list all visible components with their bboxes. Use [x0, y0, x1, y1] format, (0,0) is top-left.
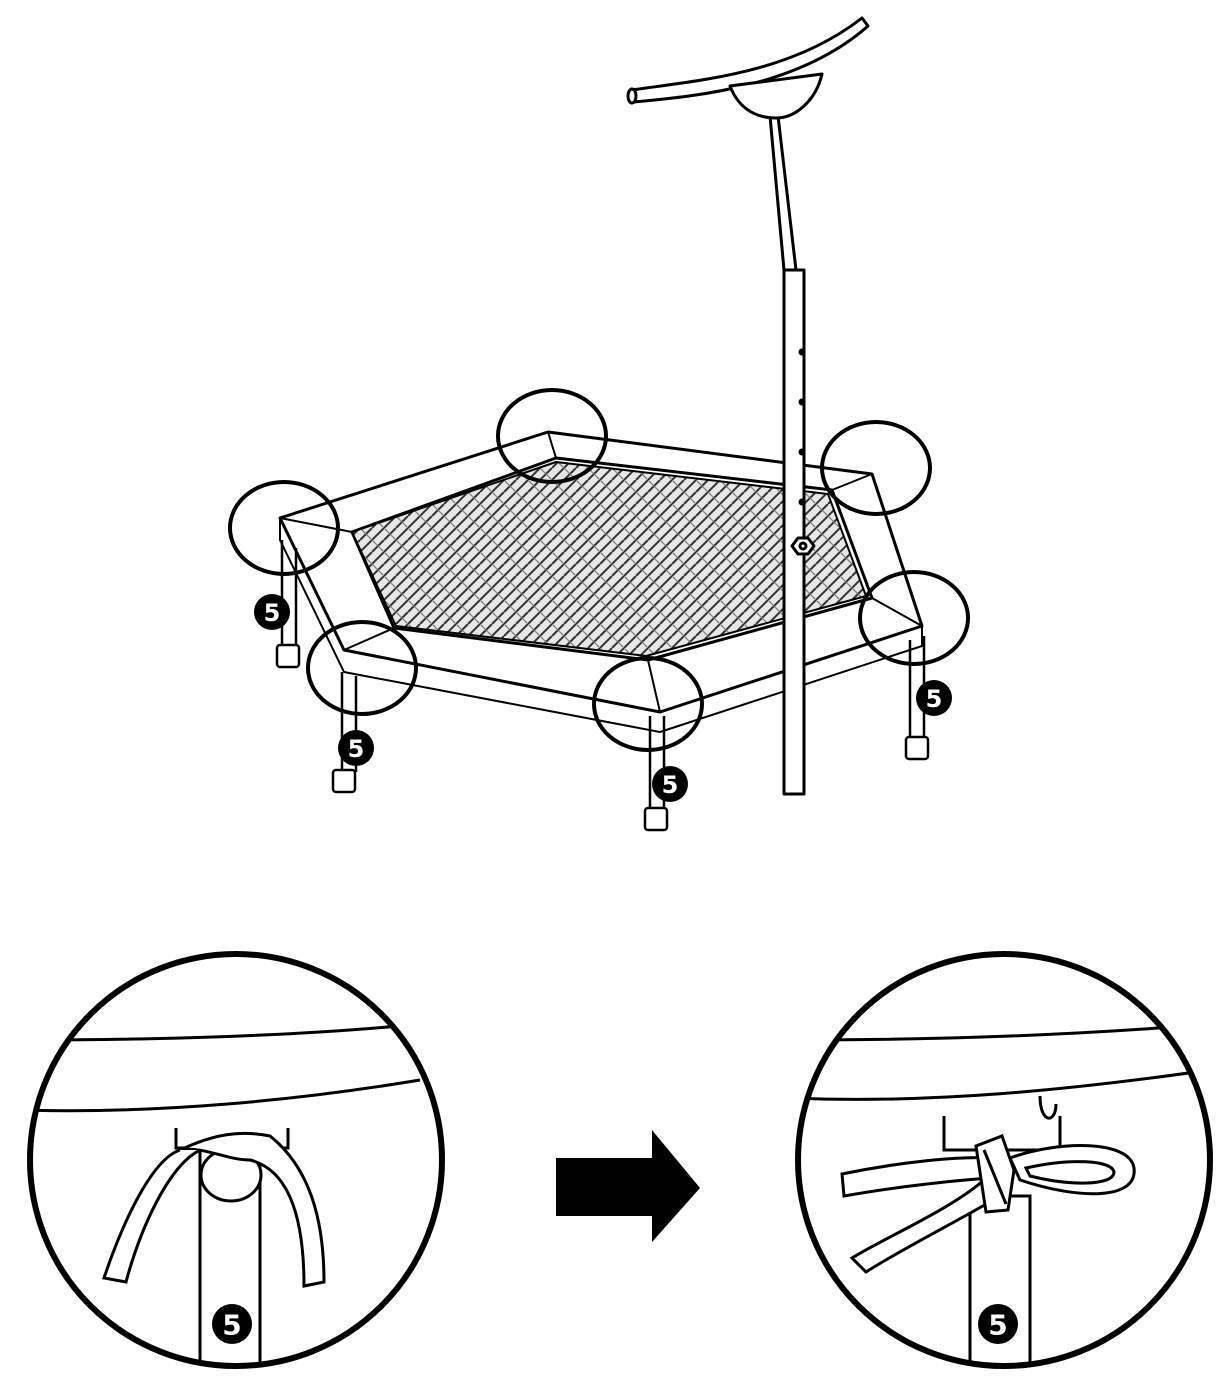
part-5-callout: 5: [978, 1304, 1018, 1344]
handlebar: [626, 16, 870, 796]
trampoline-overview: [228, 16, 970, 832]
part-5-label: 5: [662, 771, 679, 799]
corner-highlight-circles: [228, 388, 970, 752]
part-5-label: 5: [222, 1309, 241, 1342]
part-5-label: 5: [926, 685, 943, 713]
part-5-label: 5: [988, 1309, 1007, 1342]
frame-side: [279, 518, 923, 733]
part-5-callout: 5: [254, 594, 290, 630]
part-5-callout: 5: [212, 1304, 252, 1344]
detail-after: 5: [795, 951, 1213, 1369]
part-5-callout: 5: [652, 766, 688, 802]
pad-creases: [279, 431, 923, 713]
right-arrow-icon: [556, 1130, 700, 1242]
part-5-label: 5: [264, 599, 281, 627]
callouts-overview: 5 5 5 5: [254, 594, 952, 802]
detail-before: 5: [27, 951, 445, 1369]
part-5-label: 5: [348, 735, 365, 763]
part-5-callout: 5: [916, 680, 952, 716]
part-5-callout: 5: [338, 730, 374, 766]
